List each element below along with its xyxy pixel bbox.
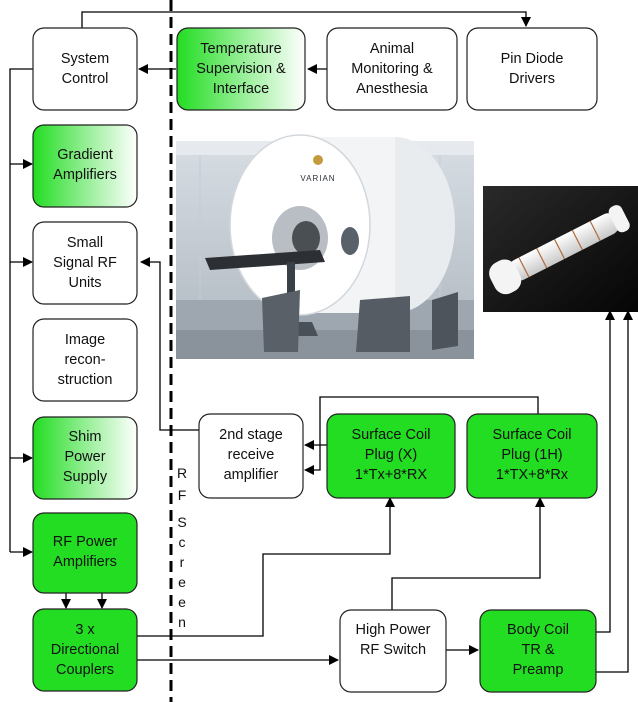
screen-letter-5: e <box>178 574 186 590</box>
svg-text:amplifier: amplifier <box>224 467 279 483</box>
node-animal-monitoring: Animal Monitoring & Anesthesia <box>326 27 458 111</box>
scanner-brand-text: VARIAN <box>300 174 335 183</box>
svg-text:Interface: Interface <box>213 81 269 97</box>
svg-text:Pin Diode: Pin Diode <box>501 51 564 67</box>
conn-bodycoil-coil-b <box>596 310 633 673</box>
svg-text:Directional: Directional <box>51 642 120 658</box>
conn-surface1h-secondstage <box>304 396 539 475</box>
svg-text:Preamp: Preamp <box>513 662 564 678</box>
svg-text:Drivers: Drivers <box>509 71 555 87</box>
svg-text:Control: Control <box>62 71 109 87</box>
svg-text:Image: Image <box>65 332 105 348</box>
svg-text:1*Tx+8*RX: 1*Tx+8*RX <box>355 467 427 483</box>
screen-letter-4: r <box>180 554 185 570</box>
svg-text:Animal: Animal <box>370 41 414 57</box>
node-small-signal-rf: Small Signal RF Units <box>32 221 138 305</box>
bus-left <box>9 68 33 552</box>
svg-text:TR &: TR & <box>521 642 554 658</box>
svg-text:Supply: Supply <box>63 469 108 485</box>
svg-text:RF Switch: RF Switch <box>360 642 426 658</box>
node-surface-coil-1h: Surface Coil Plug (1H) 1*TX+8*Rx <box>466 413 598 499</box>
svg-text:High Power: High Power <box>356 622 431 638</box>
svg-text:Shim: Shim <box>68 429 101 445</box>
svg-text:Anesthesia: Anesthesia <box>356 81 429 97</box>
svg-text:Amplifiers: Amplifiers <box>53 554 117 570</box>
screen-letter-6: e <box>178 594 186 610</box>
svg-text:System: System <box>61 51 109 67</box>
screen-letter-3: c <box>179 534 186 550</box>
screen-letter-0: R <box>177 465 187 481</box>
svg-text:Power: Power <box>64 449 105 465</box>
svg-text:Body Coil: Body Coil <box>507 622 569 638</box>
conn-secondstage-smallsignal <box>140 257 199 431</box>
screen-letter-7: n <box>178 614 186 630</box>
svg-text:Amplifiers: Amplifiers <box>53 167 117 183</box>
mri-scanner-photo: VARIAN <box>176 134 474 359</box>
svg-text:3 x: 3 x <box>75 622 95 638</box>
conn-coupler-surfacex <box>137 497 395 637</box>
node-pin-diode-drivers: Pin Diode Drivers <box>466 27 598 111</box>
svg-text:Temperature: Temperature <box>200 41 281 57</box>
node-directional-couplers: 3 x Directional Couplers <box>32 608 138 692</box>
node-gradient-amplifiers: Gradient Amplifiers <box>32 124 138 208</box>
conn-hpswitch-surface1h <box>391 497 545 610</box>
rf-coil-photo <box>483 186 638 312</box>
node-temperature-supervision: Temperature Supervision & Interface <box>176 27 306 111</box>
node-second-stage-amplifier: 2nd stage receive amplifier <box>198 413 304 499</box>
node-rf-power-amplifiers: RF Power Amplifiers <box>32 512 138 594</box>
screen-letter-2: S <box>177 514 186 530</box>
node-image-reconstruction: Image recon- struction <box>32 318 138 402</box>
node-surface-coil-x: Surface Coil Plug (X) 1*Tx+8*RX <box>326 413 456 499</box>
svg-text:Supervision &: Supervision & <box>196 61 286 77</box>
node-shim-power-supply: Shim Power Supply <box>32 416 138 500</box>
conn-syscontrol-pindiode <box>81 11 531 28</box>
svg-text:Gradient: Gradient <box>57 147 113 163</box>
svg-text:Small: Small <box>67 235 103 251</box>
svg-text:Plug (X): Plug (X) <box>365 447 417 463</box>
svg-text:Units: Units <box>68 275 101 291</box>
svg-text:Signal RF: Signal RF <box>53 255 117 271</box>
svg-text:Surface Coil: Surface Coil <box>493 427 572 443</box>
screen-letter-1: F <box>178 487 187 503</box>
svg-text:recon-: recon- <box>64 352 105 368</box>
svg-text:RF Power: RF Power <box>53 534 118 550</box>
svg-text:1*TX+8*Rx: 1*TX+8*Rx <box>496 467 569 483</box>
svg-text:Plug (1H): Plug (1H) <box>501 447 562 463</box>
svg-text:struction: struction <box>58 372 113 388</box>
svg-text:Couplers: Couplers <box>56 662 114 678</box>
svg-text:Surface Coil: Surface Coil <box>352 427 431 443</box>
rf-screen-label: R F S c r e e n <box>177 465 187 630</box>
conn-bodycoil-coil-a <box>596 310 615 633</box>
node-high-power-rf-switch: High Power RF Switch <box>339 609 447 693</box>
node-system-control: System Control <box>32 27 138 111</box>
svg-text:receive: receive <box>228 447 275 463</box>
connectors <box>9 11 633 673</box>
node-body-coil-tr-preamp: Body Coil TR & Preamp <box>479 609 597 693</box>
svg-text:Monitoring &: Monitoring & <box>351 61 433 77</box>
svg-text:2nd stage: 2nd stage <box>219 427 283 443</box>
